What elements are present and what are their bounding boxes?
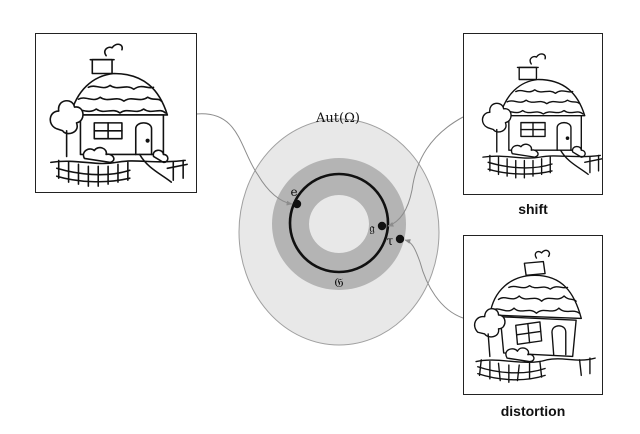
point-g bbox=[377, 221, 387, 231]
shift-image-frame bbox=[463, 33, 603, 195]
house-drawing-icon bbox=[464, 236, 602, 394]
point-e-label: e bbox=[290, 185, 297, 199]
arrow-shift-to-g bbox=[387, 116, 464, 227]
house-drawing-icon bbox=[36, 34, 196, 192]
arrow-distortion-to-tau bbox=[404, 239, 464, 319]
distortion-caption: distortion bbox=[500, 403, 566, 419]
house-drawing-icon bbox=[481, 53, 602, 179]
group-label: 𝔊 bbox=[334, 276, 343, 291]
original-image-frame bbox=[35, 33, 197, 193]
distortion-image-frame bbox=[463, 235, 603, 395]
point-g-label: 𝔤 bbox=[369, 221, 374, 235]
point-tau bbox=[395, 234, 405, 244]
aut-omega-ellipse bbox=[238, 118, 440, 346]
point-e bbox=[292, 199, 302, 209]
shift-caption: shift bbox=[518, 201, 548, 217]
aut-omega-label: Aut(Ω) bbox=[315, 111, 360, 126]
arrow-original-to-e bbox=[195, 113, 293, 206]
point-tau-label: τ bbox=[387, 234, 394, 248]
